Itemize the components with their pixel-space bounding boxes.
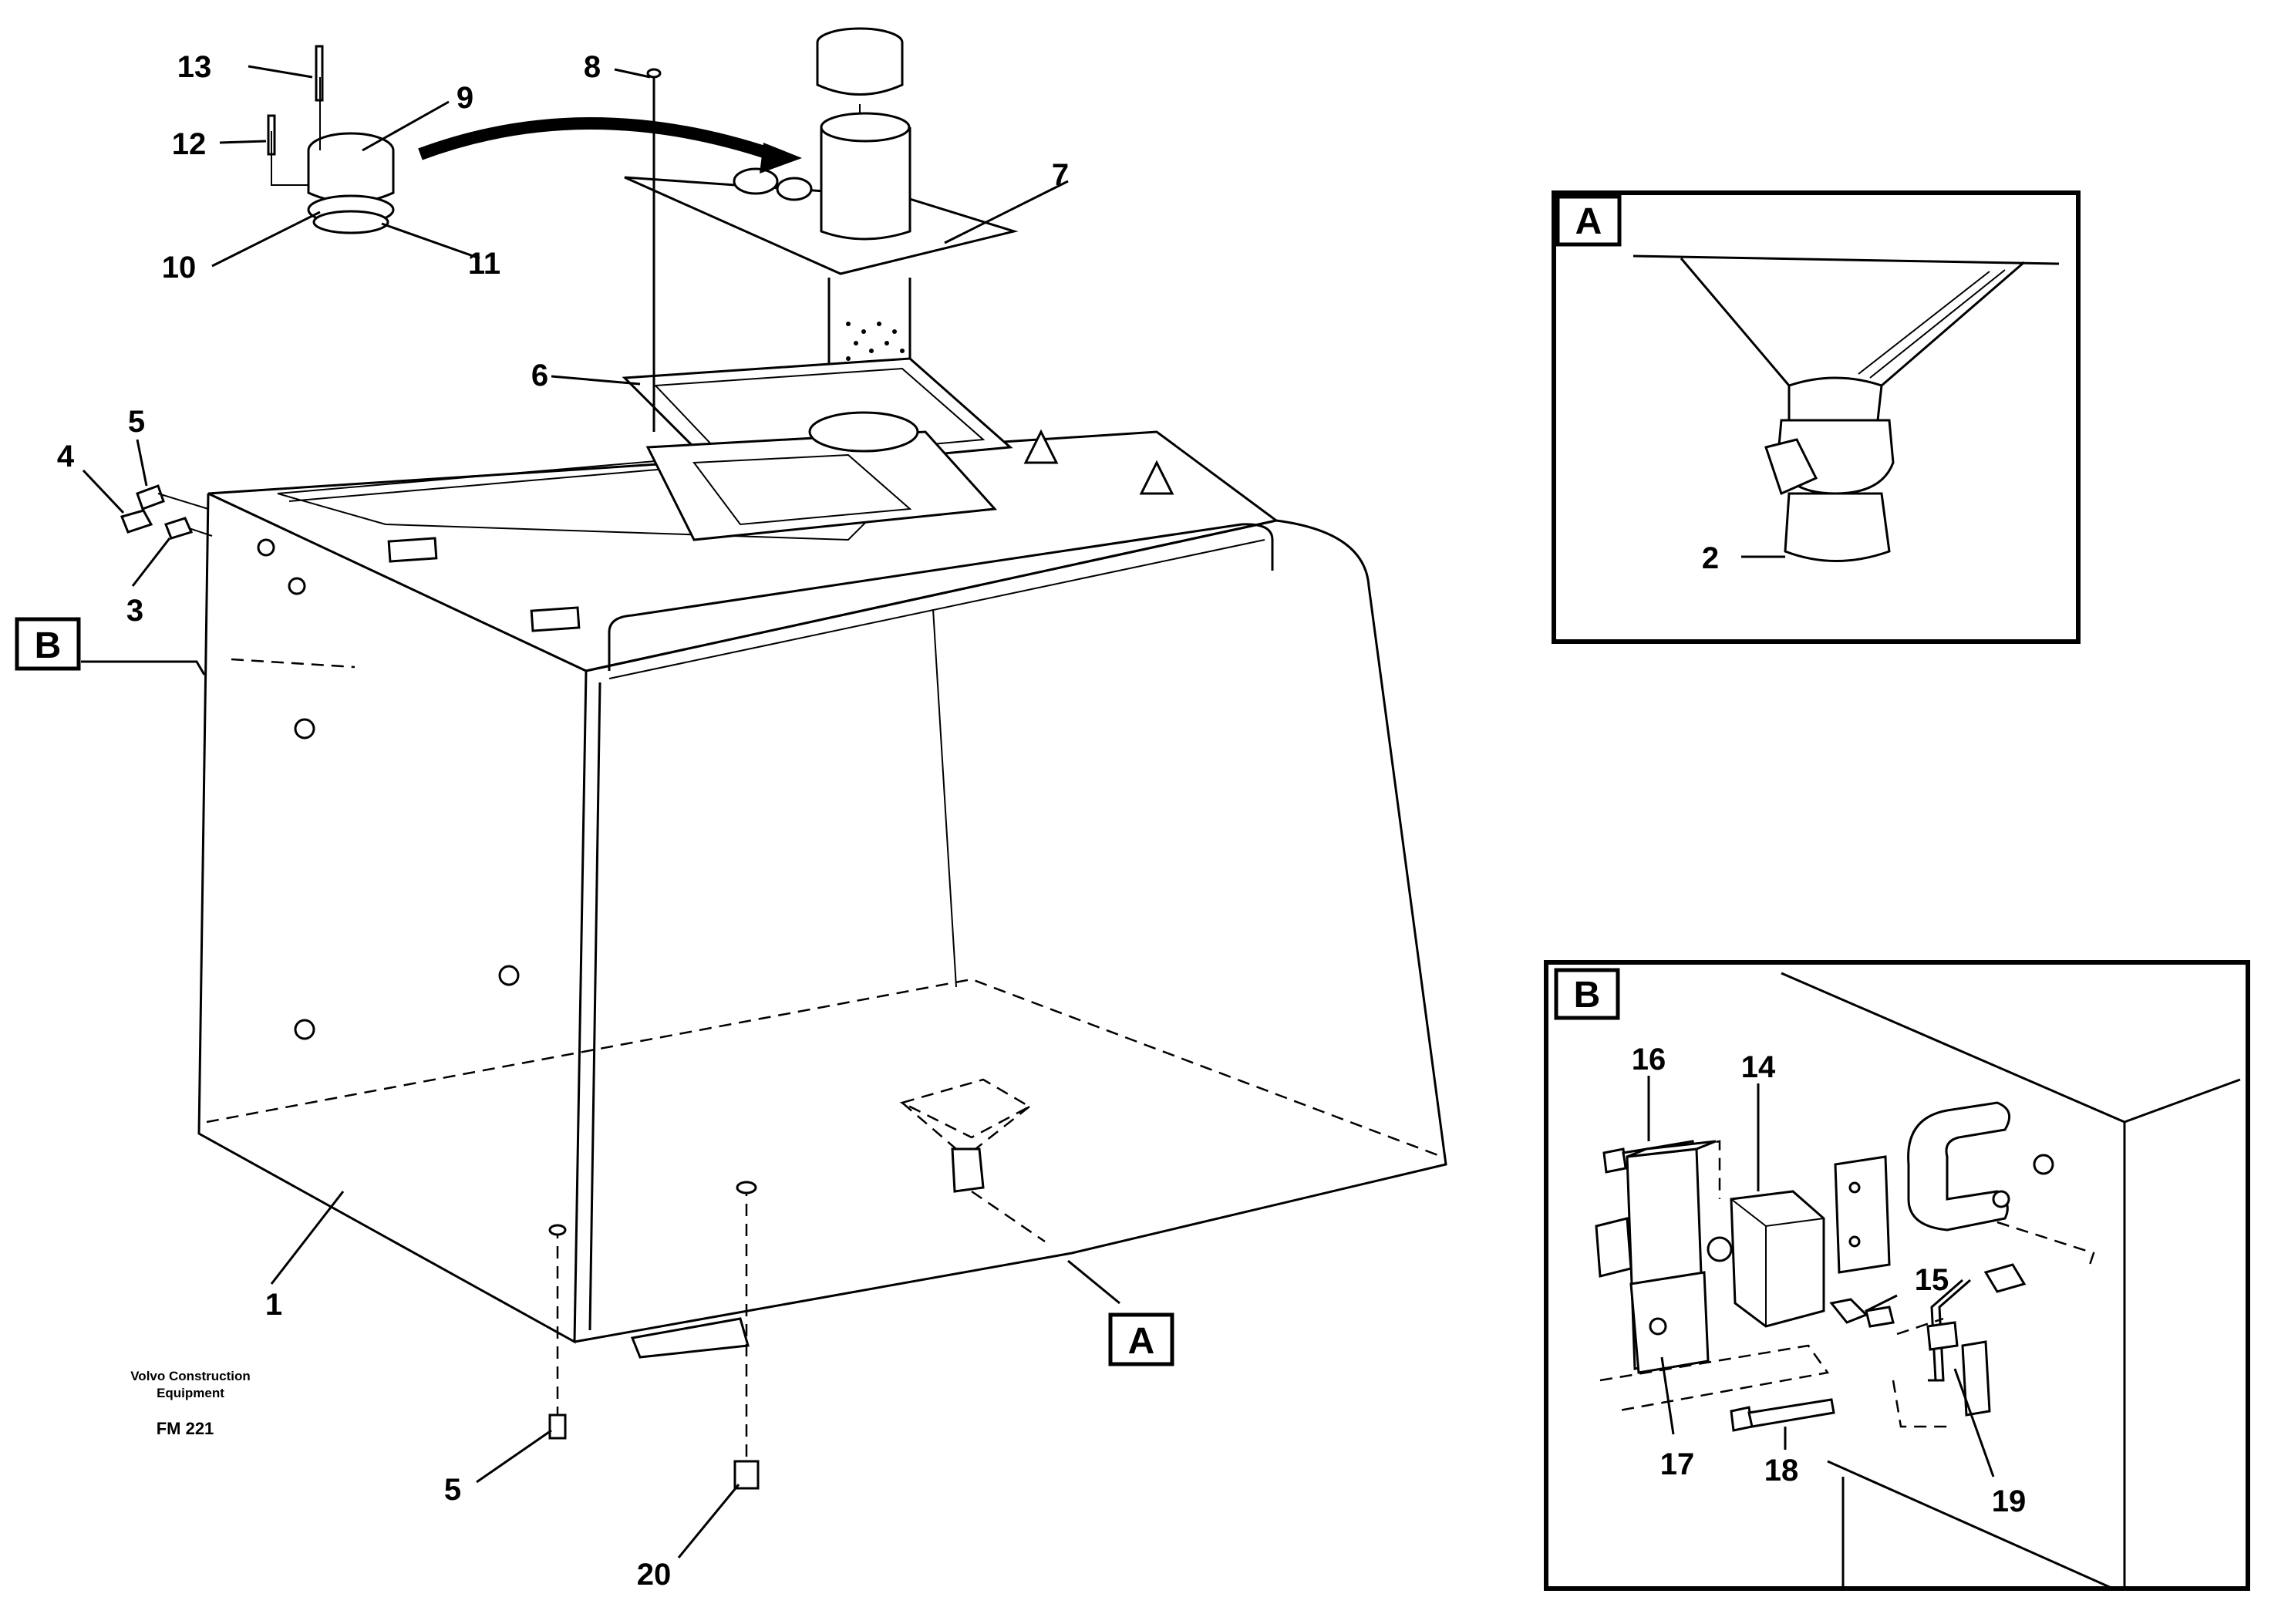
detail-b-label: B	[1574, 975, 1601, 1016]
callout-10: 10	[162, 251, 197, 285]
detail-b: B	[1544, 960, 2250, 1591]
callout-6: 6	[531, 359, 548, 393]
callout-15: 15	[1915, 1263, 1949, 1297]
side-fittings	[120, 484, 213, 540]
detail-a: A 2	[1552, 190, 2081, 644]
hydraulic-tank	[197, 429, 1447, 1359]
callout-2: 2	[1702, 541, 1719, 575]
figure-code: FM 221	[157, 1419, 214, 1438]
callout-1: 1	[265, 1288, 282, 1322]
callout-5-bottom: 5	[444, 1473, 461, 1507]
callout-16: 16	[1632, 1043, 1666, 1076]
brand-line-2: Equipment	[157, 1386, 224, 1400]
callout-8: 8	[584, 50, 601, 84]
detail-a-label: A	[1575, 201, 1602, 242]
ref-marker-a: A	[1108, 1312, 1174, 1366]
brand-line-1: Volvo Construction	[130, 1369, 251, 1383]
filter-assembly	[418, 27, 1019, 541]
ref-marker-b: B	[15, 617, 81, 671]
callout-5-top: 5	[128, 405, 145, 439]
filler-cap	[267, 45, 395, 234]
ref-marker-b-label: B	[35, 625, 62, 666]
callout-18: 18	[1764, 1454, 1799, 1488]
callout-14: 14	[1741, 1050, 1776, 1084]
callout-4: 4	[57, 440, 75, 473]
callout-9: 9	[457, 81, 473, 115]
callout-12: 12	[172, 127, 207, 161]
callout-17: 17	[1660, 1447, 1695, 1481]
drain-plugs	[548, 1181, 760, 1490]
callout-7: 7	[1052, 158, 1069, 192]
callout-3: 3	[126, 594, 143, 628]
ref-marker-a-label: A	[1128, 1321, 1155, 1362]
leader-lines	[81, 65, 1120, 1558]
callout-11: 11	[468, 247, 500, 281]
callout-20: 20	[637, 1558, 672, 1592]
callout-numbers: 13 12 9 10 11 8 7 6 5 4 3 1 5 20	[57, 50, 1069, 1592]
callout-13: 13	[177, 50, 212, 84]
callout-19: 19	[1992, 1484, 2027, 1518]
